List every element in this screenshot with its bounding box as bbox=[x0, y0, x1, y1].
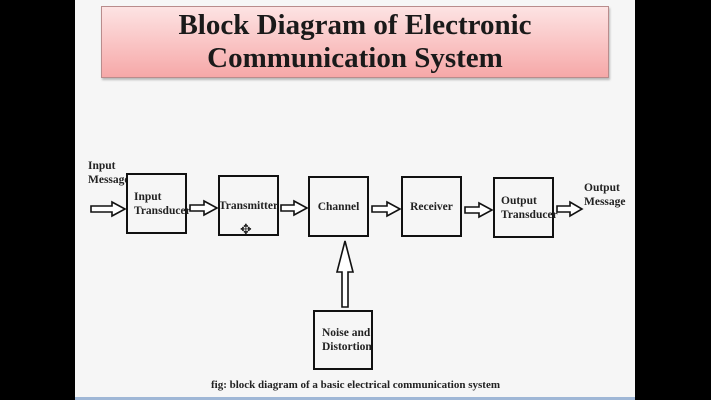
output-message-line-2: Message bbox=[584, 196, 626, 208]
arrow-input-to-transducer bbox=[90, 200, 127, 218]
arrow-noise-to-channel bbox=[335, 240, 355, 308]
arrow-transmitter-to-channel bbox=[280, 199, 309, 217]
transmitter-block: Transmitter bbox=[218, 175, 279, 236]
receiver-label: Receiver bbox=[410, 201, 453, 213]
figure-caption: fig: block diagram of a basic electrical… bbox=[210, 379, 500, 391]
input-transducer-line-2: Transducer bbox=[134, 204, 191, 217]
output-transducer-line-2: Transducer bbox=[501, 208, 558, 221]
title-line-2: Communication System bbox=[207, 42, 503, 74]
noise-line-1: Noise and bbox=[322, 327, 371, 339]
slide-bottom-border bbox=[75, 397, 635, 400]
mouse-cursor-icon: ✥ bbox=[240, 223, 252, 238]
input-message-line-2: Message bbox=[88, 174, 130, 186]
input-message-line-1: Input bbox=[88, 160, 116, 172]
arrow-output-transducer-to-message bbox=[556, 200, 584, 218]
input-message-label: Input Message bbox=[88, 159, 130, 187]
noise-line-2: Distortion bbox=[322, 341, 372, 353]
title-line-1: Block Diagram of Electronic bbox=[178, 9, 532, 41]
arrow-channel-to-receiver bbox=[371, 200, 402, 218]
output-message-line-1: Output bbox=[584, 182, 620, 194]
arrow-transducer-to-transmitter bbox=[189, 199, 219, 217]
channel-block: Channel bbox=[308, 176, 369, 237]
channel-label: Channel bbox=[317, 201, 360, 213]
receiver-block: Receiver bbox=[401, 176, 462, 237]
title-banner: Block Diagram of Electronic Communicatio… bbox=[101, 6, 609, 78]
output-transducer-block: Output Transducer bbox=[493, 177, 558, 238]
noise-distortion-block: Noise and Distortion bbox=[313, 310, 373, 370]
input-transducer-block: Input Transducer bbox=[126, 173, 191, 234]
output-transducer-line-1: Output bbox=[501, 194, 537, 207]
output-message-label: Output Message bbox=[584, 181, 626, 209]
input-transducer-line-1: Input bbox=[134, 190, 162, 203]
arrow-receiver-to-output-transducer bbox=[464, 201, 494, 219]
transmitter-label: Transmitter bbox=[218, 200, 279, 212]
